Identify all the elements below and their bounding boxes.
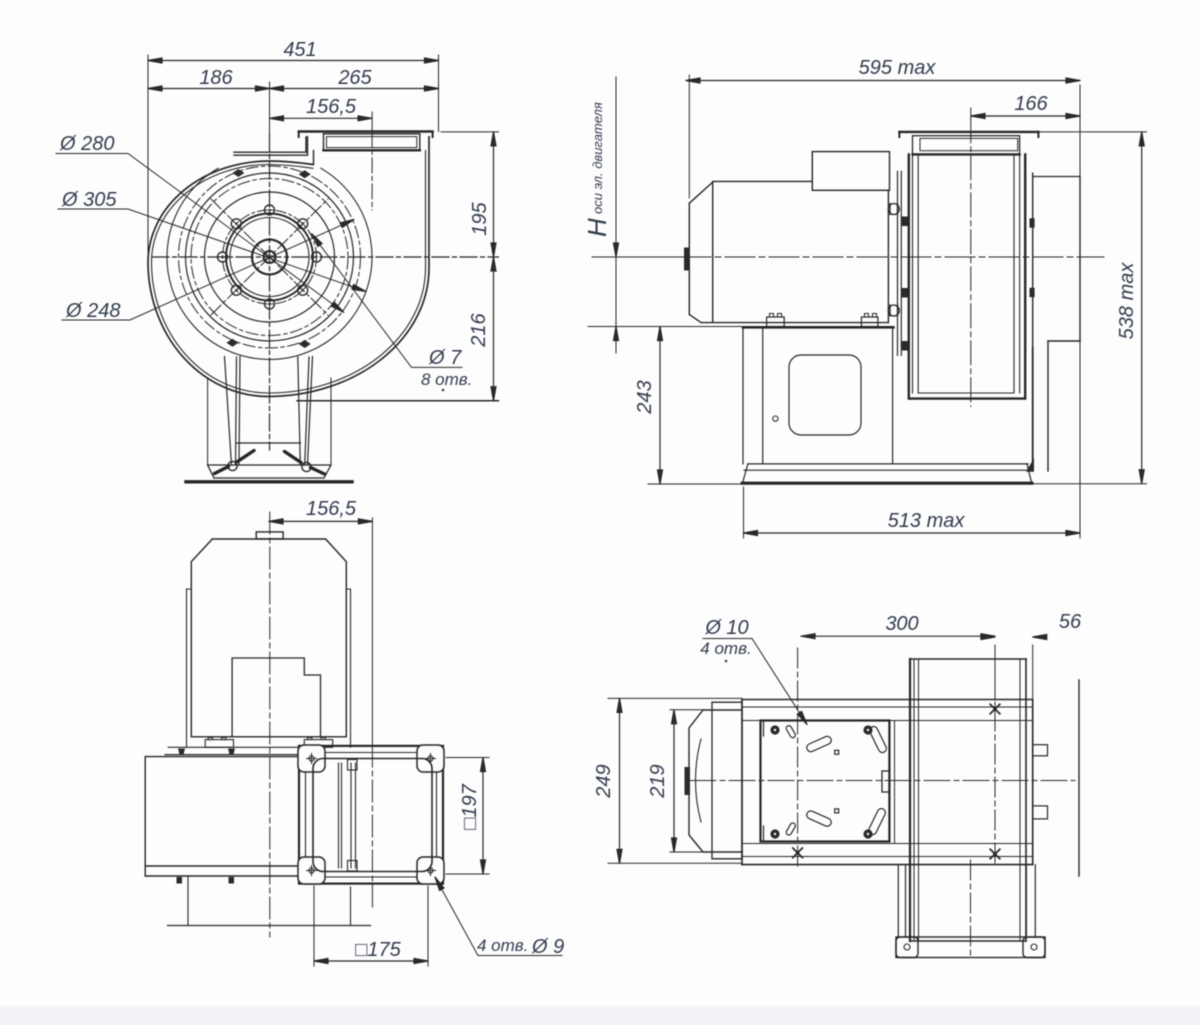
svg-text:156,5: 156,5 <box>306 498 357 520</box>
svg-text:186: 186 <box>199 67 233 89</box>
svg-text:243: 243 <box>634 380 656 414</box>
svg-text:300: 300 <box>885 613 918 635</box>
svg-text:538 max: 538 max <box>1116 262 1138 340</box>
svg-text:8 отв.: 8 отв. <box>421 370 472 389</box>
svg-text:595 max: 595 max <box>859 57 937 79</box>
svg-text:219: 219 <box>647 764 669 798</box>
svg-text:□197: □197 <box>459 783 481 829</box>
svg-text:4 отв.: 4 отв. <box>700 639 751 658</box>
svg-text:H: H <box>582 218 612 237</box>
svg-text:249: 249 <box>593 764 615 798</box>
svg-text:216: 216 <box>468 312 490 347</box>
svg-text:Ø 305: Ø 305 <box>61 189 117 211</box>
svg-text:156,5: 156,5 <box>306 96 357 118</box>
svg-text:451: 451 <box>283 39 316 61</box>
svg-text:4 отв.: 4 отв. <box>477 936 528 955</box>
svg-text:Ø 248: Ø 248 <box>65 300 120 322</box>
svg-text:195: 195 <box>469 201 491 235</box>
svg-text:513 max: 513 max <box>888 510 966 532</box>
svg-text:56: 56 <box>1059 611 1082 633</box>
svg-text:Ø 280: Ø 280 <box>59 133 114 155</box>
svg-text:Ø 10: Ø 10 <box>704 617 748 639</box>
svg-text:265: 265 <box>337 67 372 89</box>
svg-text:166: 166 <box>1014 93 1048 115</box>
svg-text:Ø 7: Ø 7 <box>428 347 462 369</box>
svg-text:Ø 9: Ø 9 <box>531 936 564 958</box>
svg-text:□175: □175 <box>355 939 401 961</box>
svg-text:оси эл. двигателя: оси эл. двигателя <box>590 102 605 214</box>
